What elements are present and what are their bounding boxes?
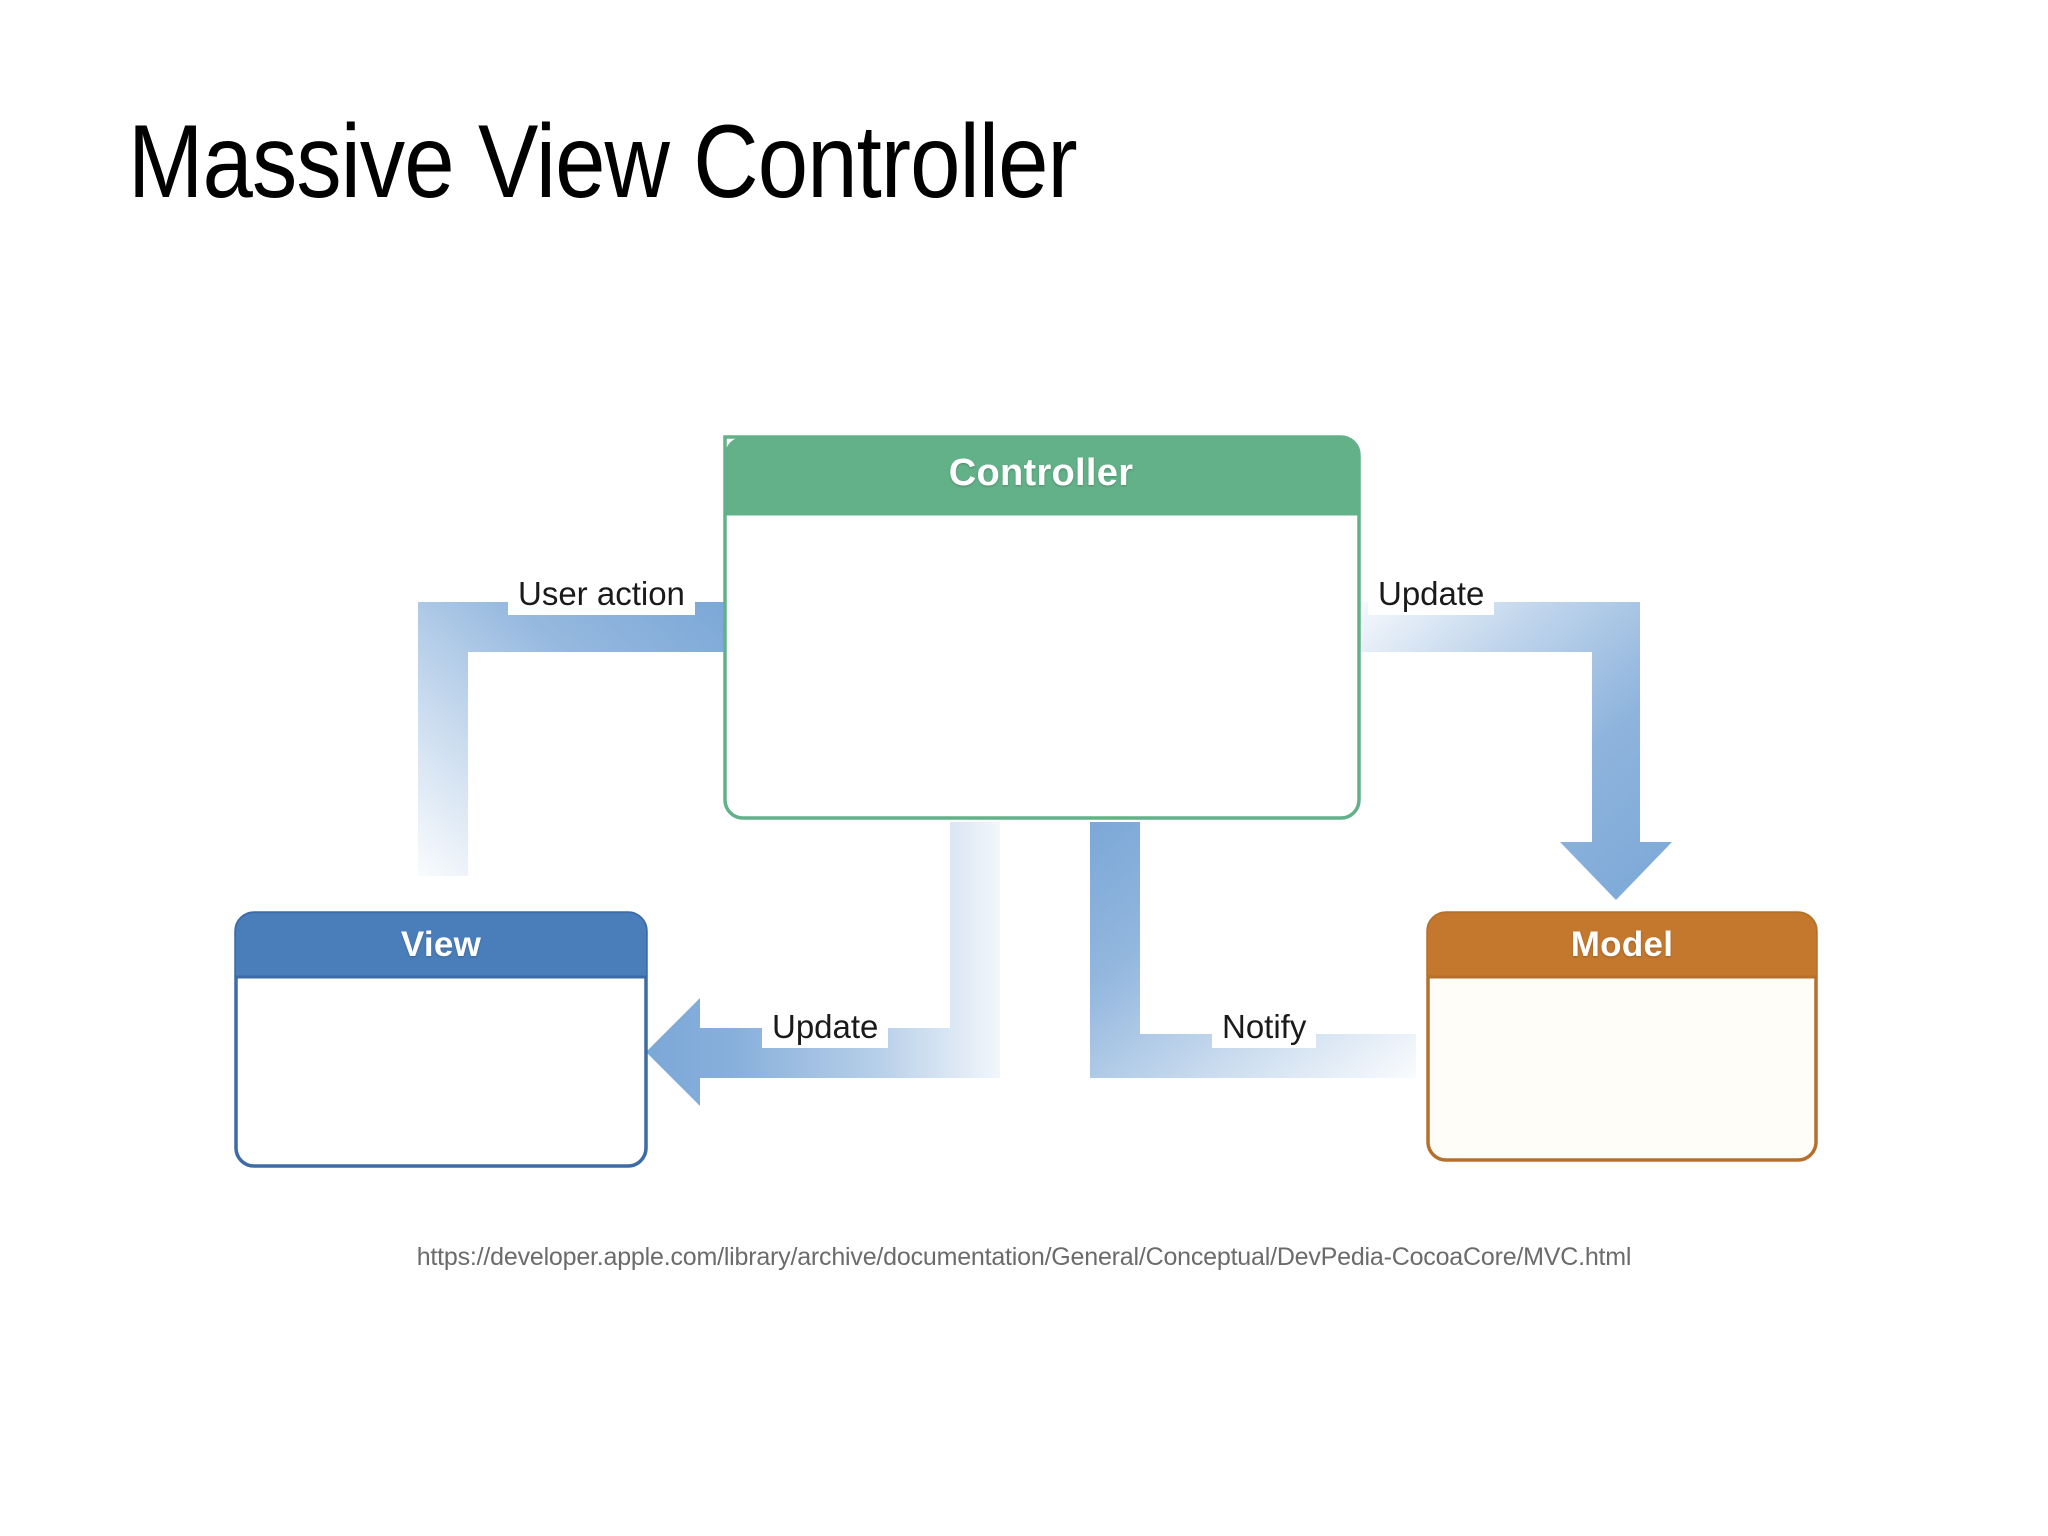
node-controller[interactable]	[723, 435, 1361, 820]
page-title: Massive View Controller	[128, 104, 1078, 220]
edge-notify	[1090, 822, 1416, 1078]
edge-update-view	[646, 822, 1000, 1106]
edge-update-model	[1352, 602, 1672, 900]
node-model[interactable]	[1426, 911, 1818, 1162]
edge-user-action	[418, 602, 726, 876]
source-url-caption: https://developer.apple.com/library/arch…	[416, 1243, 1632, 1271]
node-view[interactable]	[234, 911, 648, 1168]
